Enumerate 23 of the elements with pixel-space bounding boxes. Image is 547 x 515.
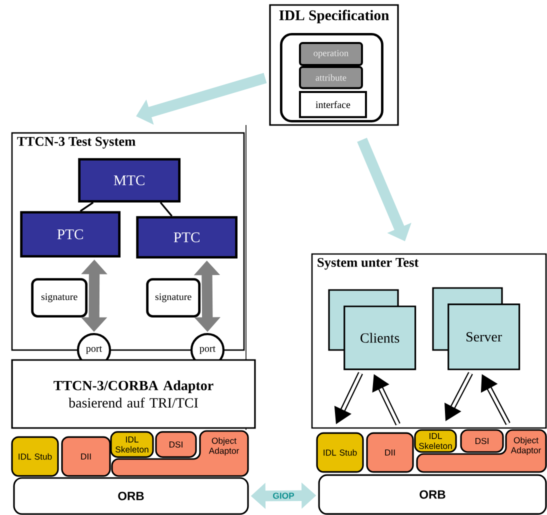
middleware-block: DSI — [155, 431, 197, 458]
middleware-block: IDL Skeleton — [110, 431, 154, 458]
stacked-cards: Server — [432, 287, 520, 370]
connector-line — [80, 202, 94, 212]
stacked-cards: Clients — [328, 289, 416, 370]
middleware-block: DII — [61, 436, 111, 477]
middleware-block: IDL Stub — [11, 436, 59, 477]
member-box: attribute — [298, 66, 363, 90]
rounded-frame — [280, 33, 384, 122]
middleware-block: IDL Stub — [316, 432, 364, 473]
middleware-block: IDL Skeleton — [414, 429, 457, 453]
component-box: PTC — [20, 211, 121, 258]
member-box: operation — [298, 42, 363, 66]
signature-box: signature — [31, 278, 88, 318]
component-box: PTC — [136, 216, 238, 258]
middleware-block: DII — [366, 432, 414, 473]
component-box: MTC — [78, 158, 181, 202]
orb-bar: ORB — [13, 477, 249, 515]
signature-box: signature — [146, 278, 201, 318]
connector-line — [160, 202, 172, 217]
orb-bar: ORB — [318, 474, 547, 515]
interface-box: interface — [298, 91, 367, 118]
middleware-block: DSI — [460, 429, 504, 453]
